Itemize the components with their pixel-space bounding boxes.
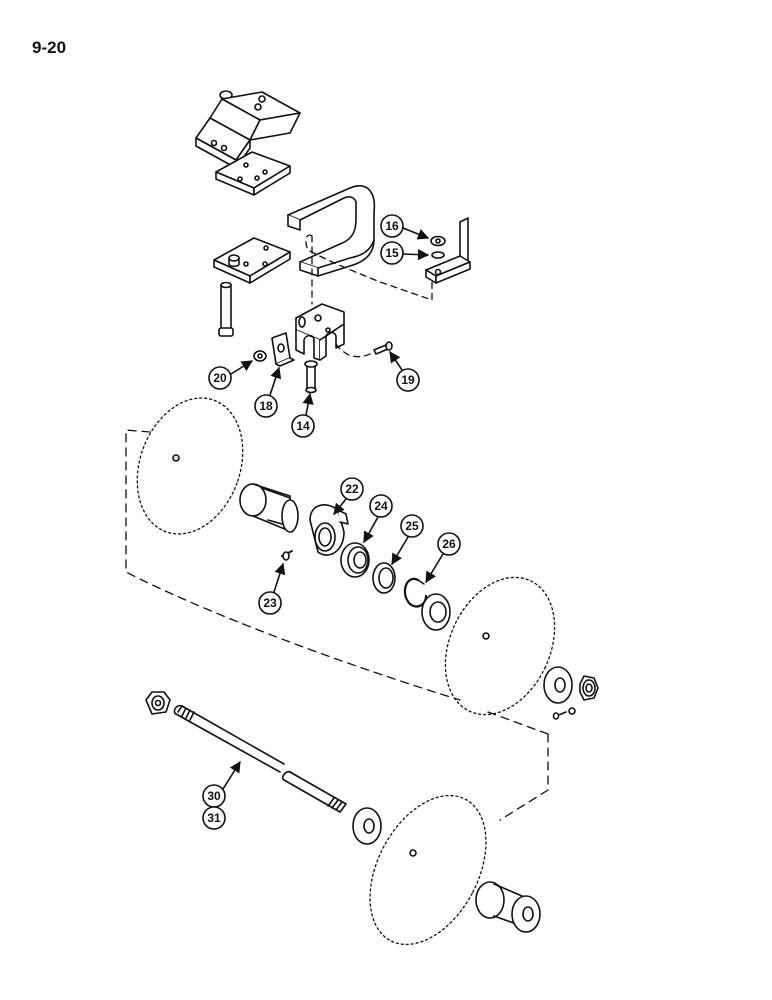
svg-text:26: 26 [442,537,456,551]
spool-spacer [475,881,541,933]
ring-25 [372,562,396,594]
svg-text:30: 30 [207,789,221,803]
callout-19: 19 [389,351,420,392]
svg-text:22: 22 [345,482,359,496]
callout-30: 30 [202,761,241,808]
snap-ring-26 [403,577,428,608]
side-plate-with-nut [425,217,471,284]
hub-spindle [239,483,299,533]
callouts: 16 15 20 18 14 19 [202,214,461,830]
bearing-housing-22 [309,504,349,556]
long-bolt [218,281,234,337]
axle-shaft [173,704,347,813]
callout-25: 25 [391,514,424,565]
svg-text:14: 14 [296,419,310,433]
callout-31: 31 [202,806,226,830]
clamp-plate [213,237,291,284]
bolt-14 [304,360,318,394]
callout-22: 22 [333,477,364,515]
outer-nut [579,675,599,701]
shaft-nut [145,691,171,715]
nut-20 [253,350,267,362]
spacer-washer [421,593,451,631]
bearing-bracket [295,303,345,361]
svg-text:15: 15 [385,246,399,260]
svg-text:23: 23 [263,596,277,610]
mounting-bracket [195,90,301,169]
callout-16: 16 [380,214,430,240]
svg-text:16: 16 [385,219,399,233]
grease-fitting-23 [281,550,293,561]
svg-text:20: 20 [213,371,227,385]
svg-text:18: 18 [259,399,273,413]
left-disc [136,397,244,535]
small-bolt-and-nut [552,707,576,720]
callout-26: 26 [425,532,461,583]
u-frame [287,185,376,277]
callout-20: 20 [208,360,253,390]
washer-15 [431,251,445,259]
spacer-plate [215,151,291,196]
bottom-disc [369,794,487,946]
page-number: 9-20 [32,38,67,57]
svg-text:31: 31 [207,811,221,825]
svg-text:19: 19 [401,373,415,387]
callout-18: 18 [254,366,282,418]
shaft-washer [352,807,382,845]
right-disc [444,576,556,716]
nut-16 [430,235,446,247]
bolt-19 [373,341,393,355]
callout-24: 24 [363,494,393,543]
outer-washer [543,666,573,704]
assembly-lines-middle [125,429,549,821]
callout-15: 15 [380,241,430,265]
svg-text:24: 24 [374,499,388,513]
callout-23: 23 [258,562,286,615]
plate-18 [271,332,295,367]
bearing-24 [340,542,370,578]
assembly-lines-upper [305,234,433,358]
svg-text:25: 25 [405,519,419,533]
callout-14: 14 [291,392,315,438]
